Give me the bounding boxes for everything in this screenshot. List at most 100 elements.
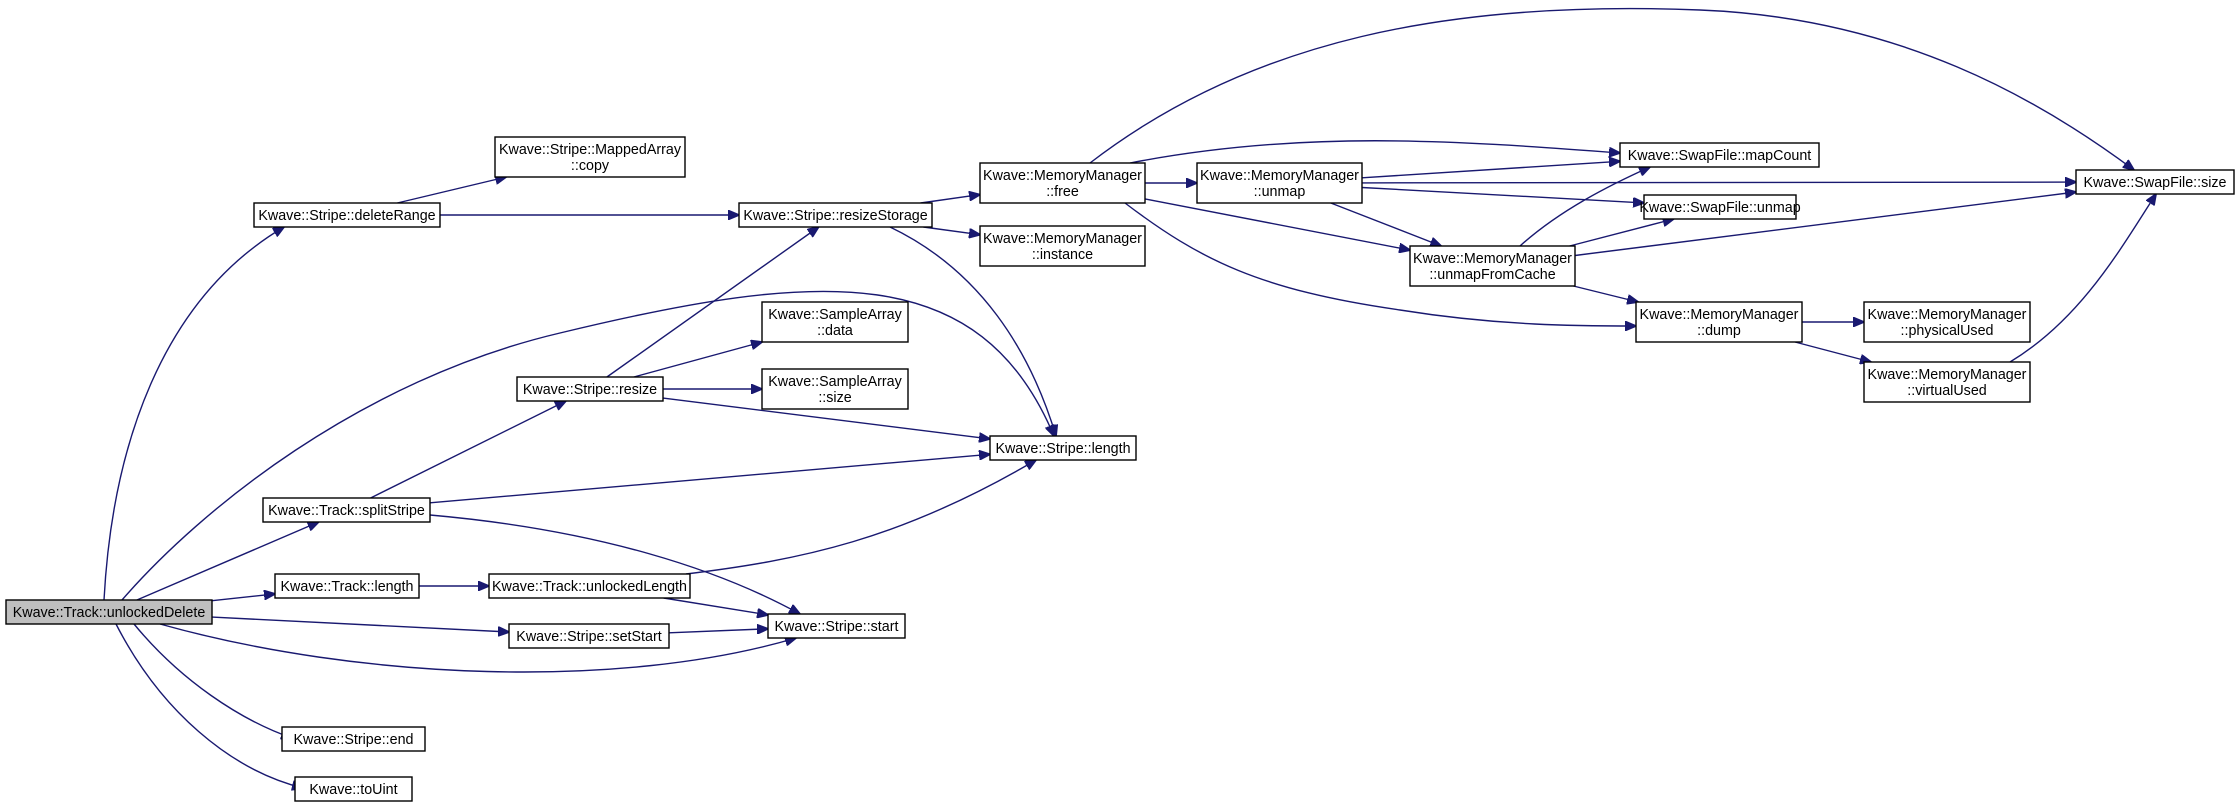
node-mmVirtualUsed[interactable]: Kwave::MemoryManager::virtualUsed xyxy=(1863,361,2031,403)
edge-unlockedDelete-to-trackLength xyxy=(211,594,275,602)
node-label: ::instance xyxy=(1032,247,1093,263)
edge-mmDump-to-mmVirtualUsed xyxy=(1794,341,1871,362)
call-edges xyxy=(103,7,2156,788)
edge-stripeResize-to-stripeLength xyxy=(662,397,990,439)
node-resizeStorage[interactable]: Kwave::Stripe::resizeStorage xyxy=(738,202,933,228)
node-label: Kwave::Track::length xyxy=(281,579,414,595)
node-box xyxy=(1863,361,2031,403)
node-box xyxy=(494,136,686,178)
node-label: Kwave::Stripe::length xyxy=(995,441,1130,457)
edge-unlockedLength-to-stripeLength xyxy=(685,460,1036,575)
node-label: ::unmapFromCache xyxy=(1429,267,1555,283)
node-label: Kwave::MemoryManager xyxy=(1640,307,1799,323)
edge-mmFree-to-sfMapCount xyxy=(1129,140,1620,164)
node-stripeStart[interactable]: Kwave::Stripe::start xyxy=(767,613,906,639)
node-box xyxy=(2075,169,2235,195)
node-label: Kwave::SwapFile::unmap xyxy=(1639,200,1800,216)
node-label: Kwave::MemoryManager xyxy=(1200,168,1359,184)
node-box xyxy=(274,573,420,599)
node-box xyxy=(488,573,691,599)
edge-resizeStorage-to-stripeLength xyxy=(889,226,1056,436)
node-box xyxy=(738,202,933,228)
node-label: ::unmap xyxy=(1254,184,1306,200)
node-saSize[interactable]: Kwave::SampleArray::size xyxy=(761,368,909,410)
node-saData[interactable]: Kwave::SampleArray::data xyxy=(761,301,909,343)
node-box xyxy=(1196,162,1363,204)
node-box xyxy=(516,376,664,402)
node-stripeResize[interactable]: Kwave::Stripe::resize xyxy=(516,376,664,402)
node-trackLength[interactable]: Kwave::Track::length xyxy=(274,573,420,599)
edge-resizeStorage-to-mmInstance xyxy=(923,226,980,235)
node-sfMapCount[interactable]: Kwave::SwapFile::mapCount xyxy=(1619,142,1820,168)
edge-mmUnmap-to-sfUnmap xyxy=(1361,186,1644,203)
node-stripeEnd[interactable]: Kwave::Stripe::end xyxy=(281,726,426,752)
edge-mmUnmap-to-sfSize xyxy=(1361,182,2076,183)
node-sfUnmap[interactable]: Kwave::SwapFile::unmap xyxy=(1639,194,1801,220)
node-box xyxy=(253,202,441,228)
node-box xyxy=(1635,301,1803,343)
node-label: Kwave::Stripe::start xyxy=(775,619,899,635)
node-label: Kwave::SampleArray xyxy=(768,307,902,323)
node-mmPhysicalUsed[interactable]: Kwave::MemoryManager::physicalUsed xyxy=(1863,301,2031,343)
node-stripeLength[interactable]: Kwave::Stripe::length xyxy=(989,435,1137,461)
node-label: Kwave::Stripe::MappedArray xyxy=(499,142,682,158)
edge-mmFree-to-sfSize xyxy=(1089,7,2134,170)
node-label: Kwave::MemoryManager xyxy=(983,231,1142,247)
node-box xyxy=(5,599,213,625)
edge-mmUnmapFromCache-to-sfMapCount xyxy=(1519,167,1650,247)
node-label: Kwave::MemoryManager xyxy=(1413,251,1572,267)
node-box xyxy=(1619,142,1820,168)
edge-unlockedDelete-to-stripeLength xyxy=(121,290,1054,601)
node-unlockedLength[interactable]: Kwave::Track::unlockedLength xyxy=(488,573,691,599)
node-box xyxy=(508,623,670,649)
edge-resizeStorage-to-mmFree xyxy=(920,195,980,204)
node-box xyxy=(761,301,909,343)
node-label: Kwave::SampleArray xyxy=(768,374,902,390)
node-mmUnmap[interactable]: Kwave::MemoryManager::unmap xyxy=(1196,162,1363,204)
node-label: ::dump xyxy=(1697,323,1741,339)
node-label: Kwave::Stripe::end xyxy=(293,732,413,748)
edge-splitStripe-to-stripeStart xyxy=(429,514,800,614)
edge-splitStripe-to-stripeResize xyxy=(370,401,566,499)
node-label: Kwave::MemoryManager xyxy=(983,168,1142,184)
node-label: Kwave::toUint xyxy=(309,782,397,798)
node-label: Kwave::Stripe::deleteRange xyxy=(258,208,435,224)
node-box xyxy=(1863,301,2031,343)
node-label: Kwave::Track::unlockedLength xyxy=(492,579,687,595)
node-stripeSetStart[interactable]: Kwave::Stripe::setStart xyxy=(508,623,670,649)
node-mmUnmapFromCache[interactable]: Kwave::MemoryManager::unmapFromCache xyxy=(1409,245,1576,287)
node-mappedCopy[interactable]: Kwave::Stripe::MappedArray::copy xyxy=(494,136,686,178)
edge-mmVirtualUsed-to-sfSize xyxy=(2009,194,2156,363)
edge-unlockedLength-to-stripeStart xyxy=(663,597,768,615)
node-label: ::virtualUsed xyxy=(1907,383,1987,399)
node-box xyxy=(979,162,1146,204)
edge-mmUnmapFromCache-to-sfSize xyxy=(1574,192,2076,257)
node-label: Kwave::MemoryManager xyxy=(1868,307,2027,323)
node-label: ::physicalUsed xyxy=(1901,323,1994,339)
node-mmDump[interactable]: Kwave::MemoryManager::dump xyxy=(1635,301,1803,343)
node-mmFree[interactable]: Kwave::MemoryManager::free xyxy=(979,162,1146,204)
node-sfSize[interactable]: Kwave::SwapFile::size xyxy=(2075,169,2235,195)
node-label: Kwave::Stripe::setStart xyxy=(516,629,661,645)
edge-unlockedDelete-to-splitStripe xyxy=(136,522,319,601)
node-label: ::data xyxy=(817,323,853,339)
edge-mmFree-to-mmUnmapFromCache xyxy=(1144,198,1410,250)
node-label: Kwave::MemoryManager xyxy=(1868,367,2027,383)
edge-stripeResize-to-saData xyxy=(633,342,762,378)
edge-mmUnmapFromCache-to-mmDump xyxy=(1573,285,1638,302)
node-mmInstance[interactable]: Kwave::MemoryManager::instance xyxy=(979,225,1146,267)
node-box xyxy=(262,497,431,523)
node-box xyxy=(1409,245,1576,287)
edge-mmUnmapFromCache-to-sfUnmap xyxy=(1569,219,1674,247)
node-label: ::free xyxy=(1046,184,1079,200)
node-splitStripe[interactable]: Kwave::Track::splitStripe xyxy=(262,497,431,523)
edge-stripeResize-to-resizeStorage xyxy=(606,227,819,378)
node-box xyxy=(294,776,413,802)
edge-unlockedDelete-to-stripeEnd xyxy=(133,623,292,738)
node-deleteRange[interactable]: Kwave::Stripe::deleteRange xyxy=(253,202,441,228)
node-box xyxy=(989,435,1137,461)
node-box xyxy=(767,613,906,639)
edge-deleteRange-to-mappedCopy xyxy=(397,177,506,204)
edge-unlockedDelete-to-deleteRange xyxy=(103,227,284,601)
node-toUint[interactable]: Kwave::toUint xyxy=(294,776,413,802)
